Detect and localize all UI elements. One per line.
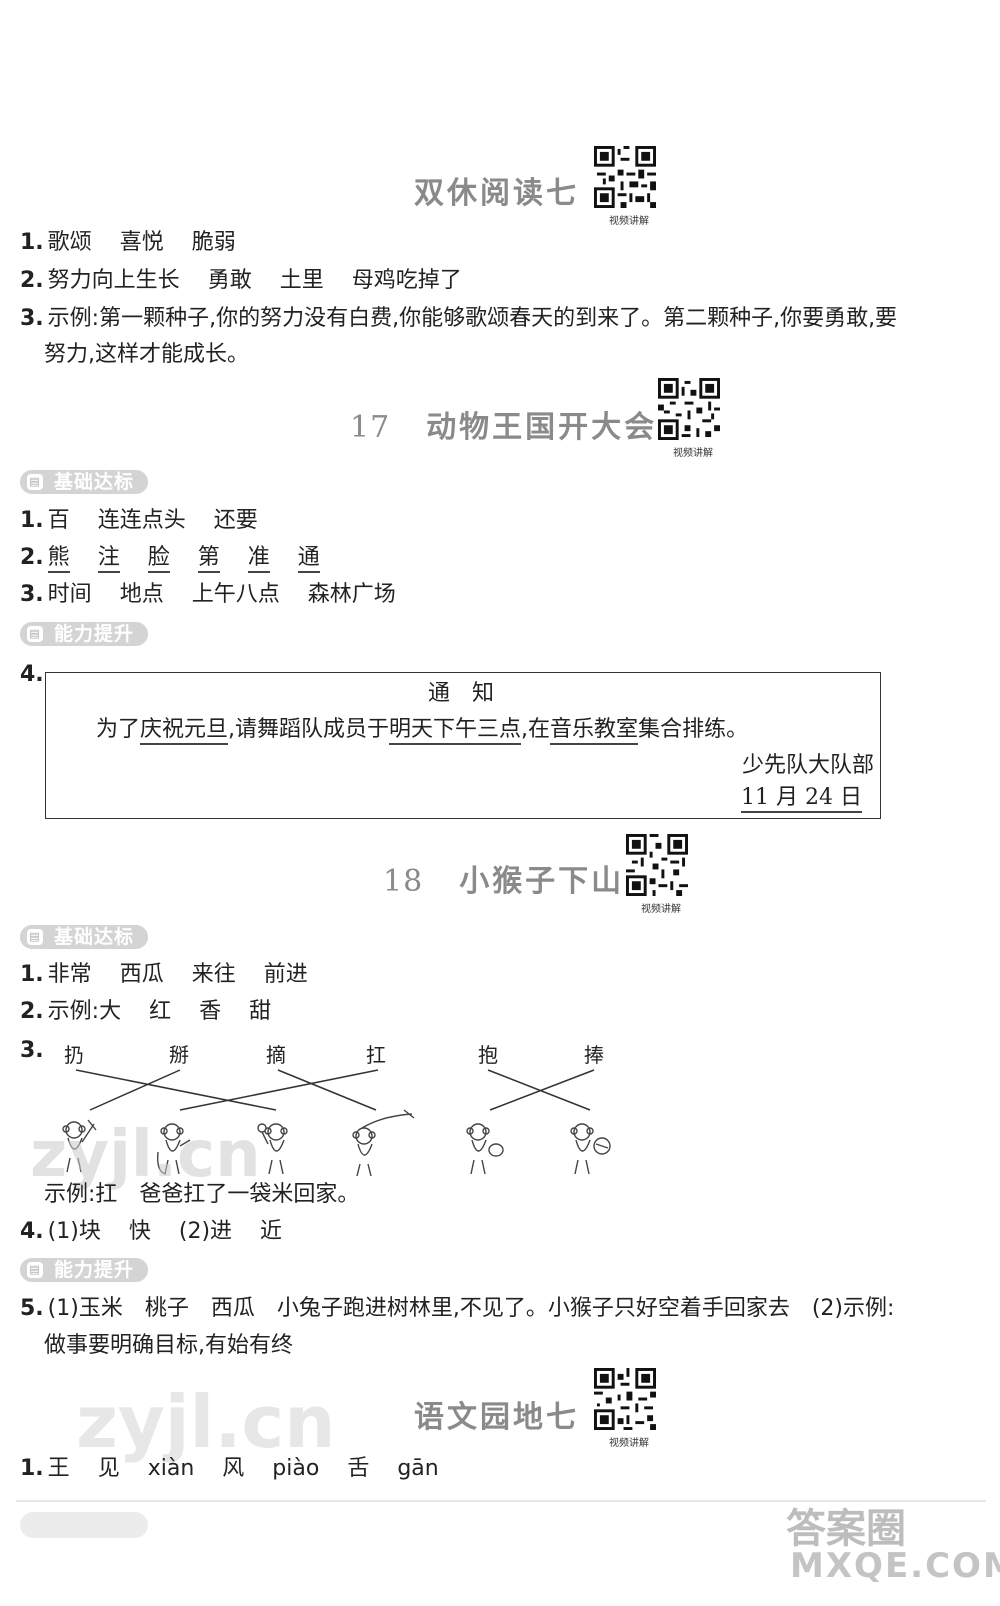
section-title-garden-7: 语文园地七 (414, 1400, 579, 1435)
book-icon: ▤ (27, 626, 43, 642)
section-title-reading-7: 双休阅读七 (414, 176, 579, 211)
answer-line-continued: 做事要明确目标,有始有终 (44, 1333, 293, 1358)
match-char: 掰 (169, 1043, 189, 1067)
watermark: zyjl.cn (30, 1118, 261, 1192)
qr-caption: 视频讲解 (609, 216, 649, 227)
qr-code[interactable]: 视频讲解 (594, 1368, 664, 1449)
answer-line: 1.百连连点头还要 (20, 508, 258, 533)
watermark-domain: MXQE.COM (790, 1546, 1000, 1586)
book-icon: ▤ (27, 929, 43, 945)
qr-code-icon (594, 1368, 656, 1430)
qr-code-icon (658, 378, 720, 440)
answer-line: 1.非常西瓜来往前进 (20, 962, 308, 987)
answer-line-example: 示例:扛 爸爸扛了一袋米回家。 (44, 1182, 360, 1207)
answer-line-underlined: 2.熊注脸第准通 (20, 543, 320, 573)
section-badge-advanced: ▤能力提升 (20, 1258, 149, 1282)
monkey-illustrations (62, 1109, 611, 1177)
answer-line: 5.(1)玉米 桃子 西瓜 小兔子跑进树林里,不见了。小猴子只好空着手回家去 (… (20, 1296, 895, 1321)
answer-line: 1.歌颂喜悦脆弱 (20, 230, 236, 255)
match-char: 扛 (366, 1043, 386, 1067)
match-char: 抱 (478, 1043, 498, 1067)
question-number: 3. (20, 1038, 44, 1063)
matching-lines (75, 1069, 595, 1111)
notice-box: 通 知 为了庆祝元旦,请舞蹈队成员于明天下午三点,在音乐教室集合排练。 少先队大… (45, 672, 881, 819)
matching-lines-and-monkeys (62, 1069, 611, 1177)
match-char: 扔 (64, 1043, 84, 1067)
qr-caption: 视频讲解 (641, 904, 681, 915)
answer-line: 3.示例:第一颗种子,你的努力没有白费,你能够歌颂春天的到来了。第二颗种子,你要… (20, 306, 898, 331)
qr-caption: 视频讲解 (609, 1438, 649, 1449)
page-divider (16, 1500, 986, 1502)
section-badge-advanced: ▤能力提升 (20, 622, 149, 646)
watermark-logo: 答案圈 (786, 1506, 906, 1552)
notice-signature: 少先队大队部 (741, 753, 874, 778)
answer-line: 3.时间地点上午八点森林广场 (20, 582, 396, 607)
section-badge-basic: ▤基础达标 (20, 925, 149, 949)
notice-body: 为了庆祝元旦,请舞蹈队成员于明天下午三点,在音乐教室集合排练。 (96, 715, 748, 745)
book-icon: ▤ (27, 1262, 43, 1278)
page-footer-badge (20, 1512, 148, 1538)
qr-code[interactable]: 视频讲解 (658, 378, 728, 459)
answer-line: 4.(1)块快(2)进近 (20, 1219, 283, 1244)
qr-caption: 视频讲解 (673, 448, 713, 459)
notice-date: 11 月 24 日 (741, 783, 862, 813)
question-number: 4. (20, 662, 44, 687)
match-char: 捧 (584, 1043, 604, 1067)
qr-code-icon (626, 834, 688, 896)
answer-line: 2.努力向上生长勇敢土里母鸡吃掉了 (20, 268, 462, 293)
section-badge-basic: ▤基础达标 (20, 470, 149, 494)
qr-code[interactable]: 视频讲解 (594, 146, 664, 227)
qr-code[interactable]: 视频讲解 (626, 834, 696, 915)
answer-line-continued: 努力,这样才能成长。 (44, 342, 249, 367)
answer-line: 2.示例:大红香甜 (20, 999, 272, 1024)
qr-code-icon (594, 146, 656, 208)
match-char: 摘 (266, 1043, 286, 1067)
book-icon: ▤ (27, 474, 43, 490)
notice-title: 通 知 (428, 681, 495, 706)
watermark: zyjl.cn (76, 1380, 336, 1464)
